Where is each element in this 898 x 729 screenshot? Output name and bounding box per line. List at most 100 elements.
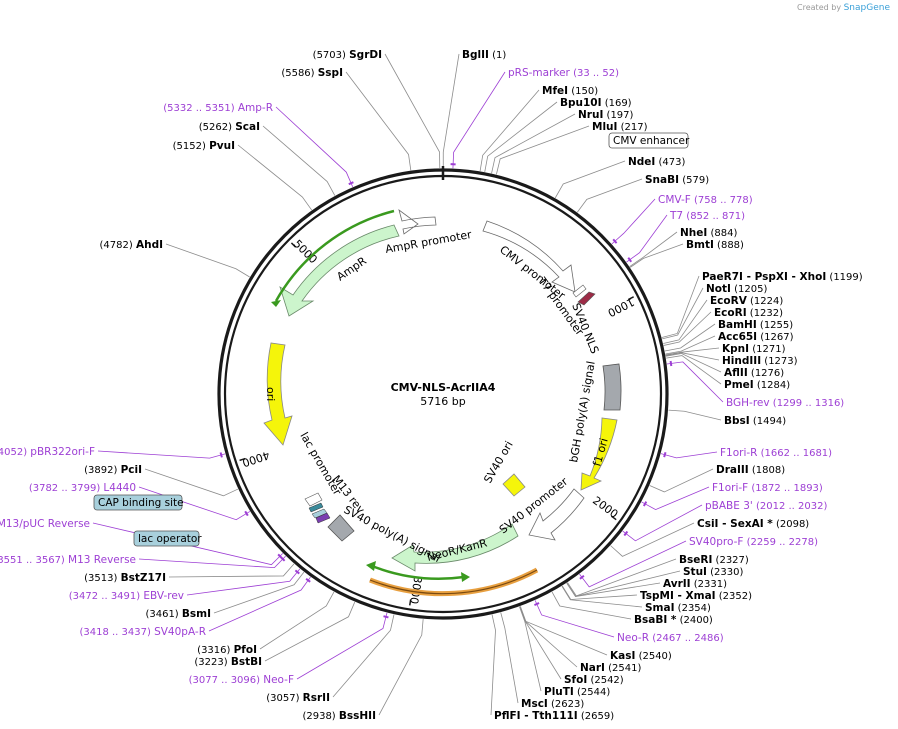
svg-text:KpnI (1271): KpnI (1271) — [722, 343, 786, 355]
site-name: PluTI — [544, 686, 574, 698]
site-label: Bpu10I (169) — [560, 97, 632, 109]
primer-label: (3077 .. 3096) Neo-F — [189, 674, 294, 686]
site-name: CsiI - SexAI * — [697, 518, 773, 530]
cmv-promoter-arrow — [482, 220, 576, 293]
site-position: (3513) — [84, 573, 120, 584]
primer-name: F1ori-R — [720, 447, 757, 459]
svg-text:(5332 .. 5351) Amp-R: (5332 .. 5351) Amp-R — [163, 102, 273, 114]
site-position: (884) — [707, 228, 737, 239]
site-label: (5703) SgrDI — [313, 49, 382, 61]
leader-line — [262, 125, 336, 196]
svg-text:(3513) BstZ17I: (3513) BstZ17I — [84, 572, 166, 584]
primer-range: (3472 .. 3491) — [69, 591, 144, 602]
primer-mark — [623, 530, 629, 537]
leader-line — [500, 612, 519, 704]
site-position: (1271) — [749, 344, 786, 355]
site-label: (5586) SspI — [281, 67, 343, 79]
svg-text:PflFI - Tth111I (2659): PflFI - Tth111I (2659) — [494, 710, 614, 722]
site-label: (3892) PciI — [84, 464, 142, 476]
svg-text:(3472 .. 3491) EBV-rev: (3472 .. 3491) EBV-rev — [69, 590, 184, 602]
leader-line — [345, 71, 412, 171]
svg-text:(3223) BstBI: (3223) BstBI — [194, 656, 262, 668]
leader-line — [259, 591, 335, 650]
site-name: NheI — [680, 227, 707, 239]
site-name: NotI — [706, 283, 731, 295]
svg-text:NarI (2541): NarI (2541) — [580, 662, 641, 674]
primer-range: (1299 .. 1316) — [770, 398, 845, 409]
site-name: ScaI — [235, 121, 260, 133]
site-label: HindIII (1273) — [722, 355, 798, 367]
primer-name: pRS-marker — [508, 67, 571, 79]
site-position: (2098) — [773, 519, 810, 530]
svg-text:BmtI (888): BmtI (888) — [686, 239, 744, 251]
ampr-orf-head — [271, 300, 281, 307]
site-name: BmtI — [686, 239, 714, 251]
leader-line — [479, 89, 540, 172]
primer-range: (3551 .. 3567) — [0, 555, 68, 566]
site-position: (1284) — [754, 380, 791, 391]
primer-range: (2012 .. 2032) — [753, 501, 828, 512]
site-label: (3223) BstBI — [194, 656, 262, 668]
primer-name: F1ori-F — [712, 482, 748, 494]
lac-operator-label: lac operator — [138, 533, 202, 545]
leader-line — [484, 101, 558, 172]
leader-line — [165, 243, 250, 278]
neor-orf-head-right — [461, 572, 470, 582]
snapgene-credit: Created by SnapGene — [797, 3, 890, 13]
site-name: PmeI — [724, 379, 754, 391]
site-label: AvrII (2331) — [663, 578, 727, 590]
primer-label: (4033 .. 4052) pBR322ori-F — [0, 446, 95, 458]
svg-text:BseRI (2327): BseRI (2327) — [679, 554, 749, 566]
svg-text:StuI (2330): StuI (2330) — [683, 566, 743, 578]
site-position: (5703) — [313, 50, 349, 61]
site-position: (5586) — [281, 68, 317, 79]
neor-orf-green — [371, 564, 465, 580]
svg-text:BsaBI * (2400): BsaBI * (2400) — [634, 614, 713, 626]
site-position: (2330) — [707, 567, 744, 578]
site-position: (217) — [617, 122, 647, 133]
primer-name: SV40pA-R — [154, 626, 206, 638]
tick-mark — [239, 457, 246, 462]
site-label: PaeR7I - PspXI - XhoI (1199) — [702, 271, 863, 283]
primer-range: (5332 .. 5351) — [163, 103, 238, 114]
site-name: DraIII — [716, 464, 749, 476]
site-label: KpnI (1271) — [722, 343, 786, 355]
bgh-polya-block — [602, 363, 622, 411]
feature-label-bgh-polya: bGH poly(A) signal — [567, 360, 598, 463]
lac-promoter-block — [304, 492, 323, 507]
svg-text:TspMI - XmaI (2352): TspMI - XmaI (2352) — [640, 590, 752, 602]
site-position: (2544) — [574, 687, 611, 698]
leader-line — [611, 198, 656, 245]
leader-line — [665, 353, 722, 373]
neor-orf-head-left — [366, 561, 376, 571]
primer-range: (3782 .. 3799) — [29, 483, 104, 494]
primer-label: (3551 .. 3567) M13 Reverse — [0, 554, 136, 566]
boxed-labels: CMV enhancer CAP binding site lac operat… — [93, 132, 690, 547]
site-position: (1276) — [748, 368, 785, 379]
svg-text:(3077 .. 3096) Neo-F: (3077 .. 3096) Neo-F — [189, 674, 294, 686]
site-name: NarI — [580, 662, 605, 674]
primer-range: (3418 .. 3437) — [79, 627, 154, 638]
leader-line — [186, 568, 301, 596]
site-label: (2938) BssHII — [302, 710, 376, 722]
primer-range: (2259 .. 2278) — [743, 537, 818, 548]
site-position: (3892) — [84, 465, 120, 476]
primer-label: BGH-rev (1299 .. 1316) — [726, 397, 844, 409]
site-label: (3461) BsmI — [145, 608, 211, 620]
plasmid-size: 5716 bp — [420, 395, 465, 408]
svg-text:(3782 .. 3799) L4440: (3782 .. 3799) L4440 — [29, 482, 136, 494]
site-position: (473) — [655, 157, 685, 168]
site-name: Acc65I — [718, 331, 757, 343]
site-label: EcoRV (1224) — [710, 295, 783, 307]
site-label: PmeI (1284) — [724, 379, 790, 391]
site-label: SfoI (2542) — [564, 674, 624, 686]
svg-text:(4033 .. 4052) pBR322ori-F: (4033 .. 4052) pBR322ori-F — [0, 446, 95, 458]
leader-line — [668, 409, 722, 421]
svg-text:(5586) SspI: (5586) SspI — [281, 67, 343, 79]
leader-line — [296, 612, 388, 680]
primer-mark — [348, 181, 354, 186]
svg-text:(2938) BssHII: (2938) BssHII — [302, 710, 376, 722]
feature-label-ori: ori — [264, 387, 277, 401]
svg-text:pRS-marker (33 .. 52): pRS-marker (33 .. 52) — [508, 67, 619, 79]
primer-name: M13 Reverse — [68, 554, 136, 566]
